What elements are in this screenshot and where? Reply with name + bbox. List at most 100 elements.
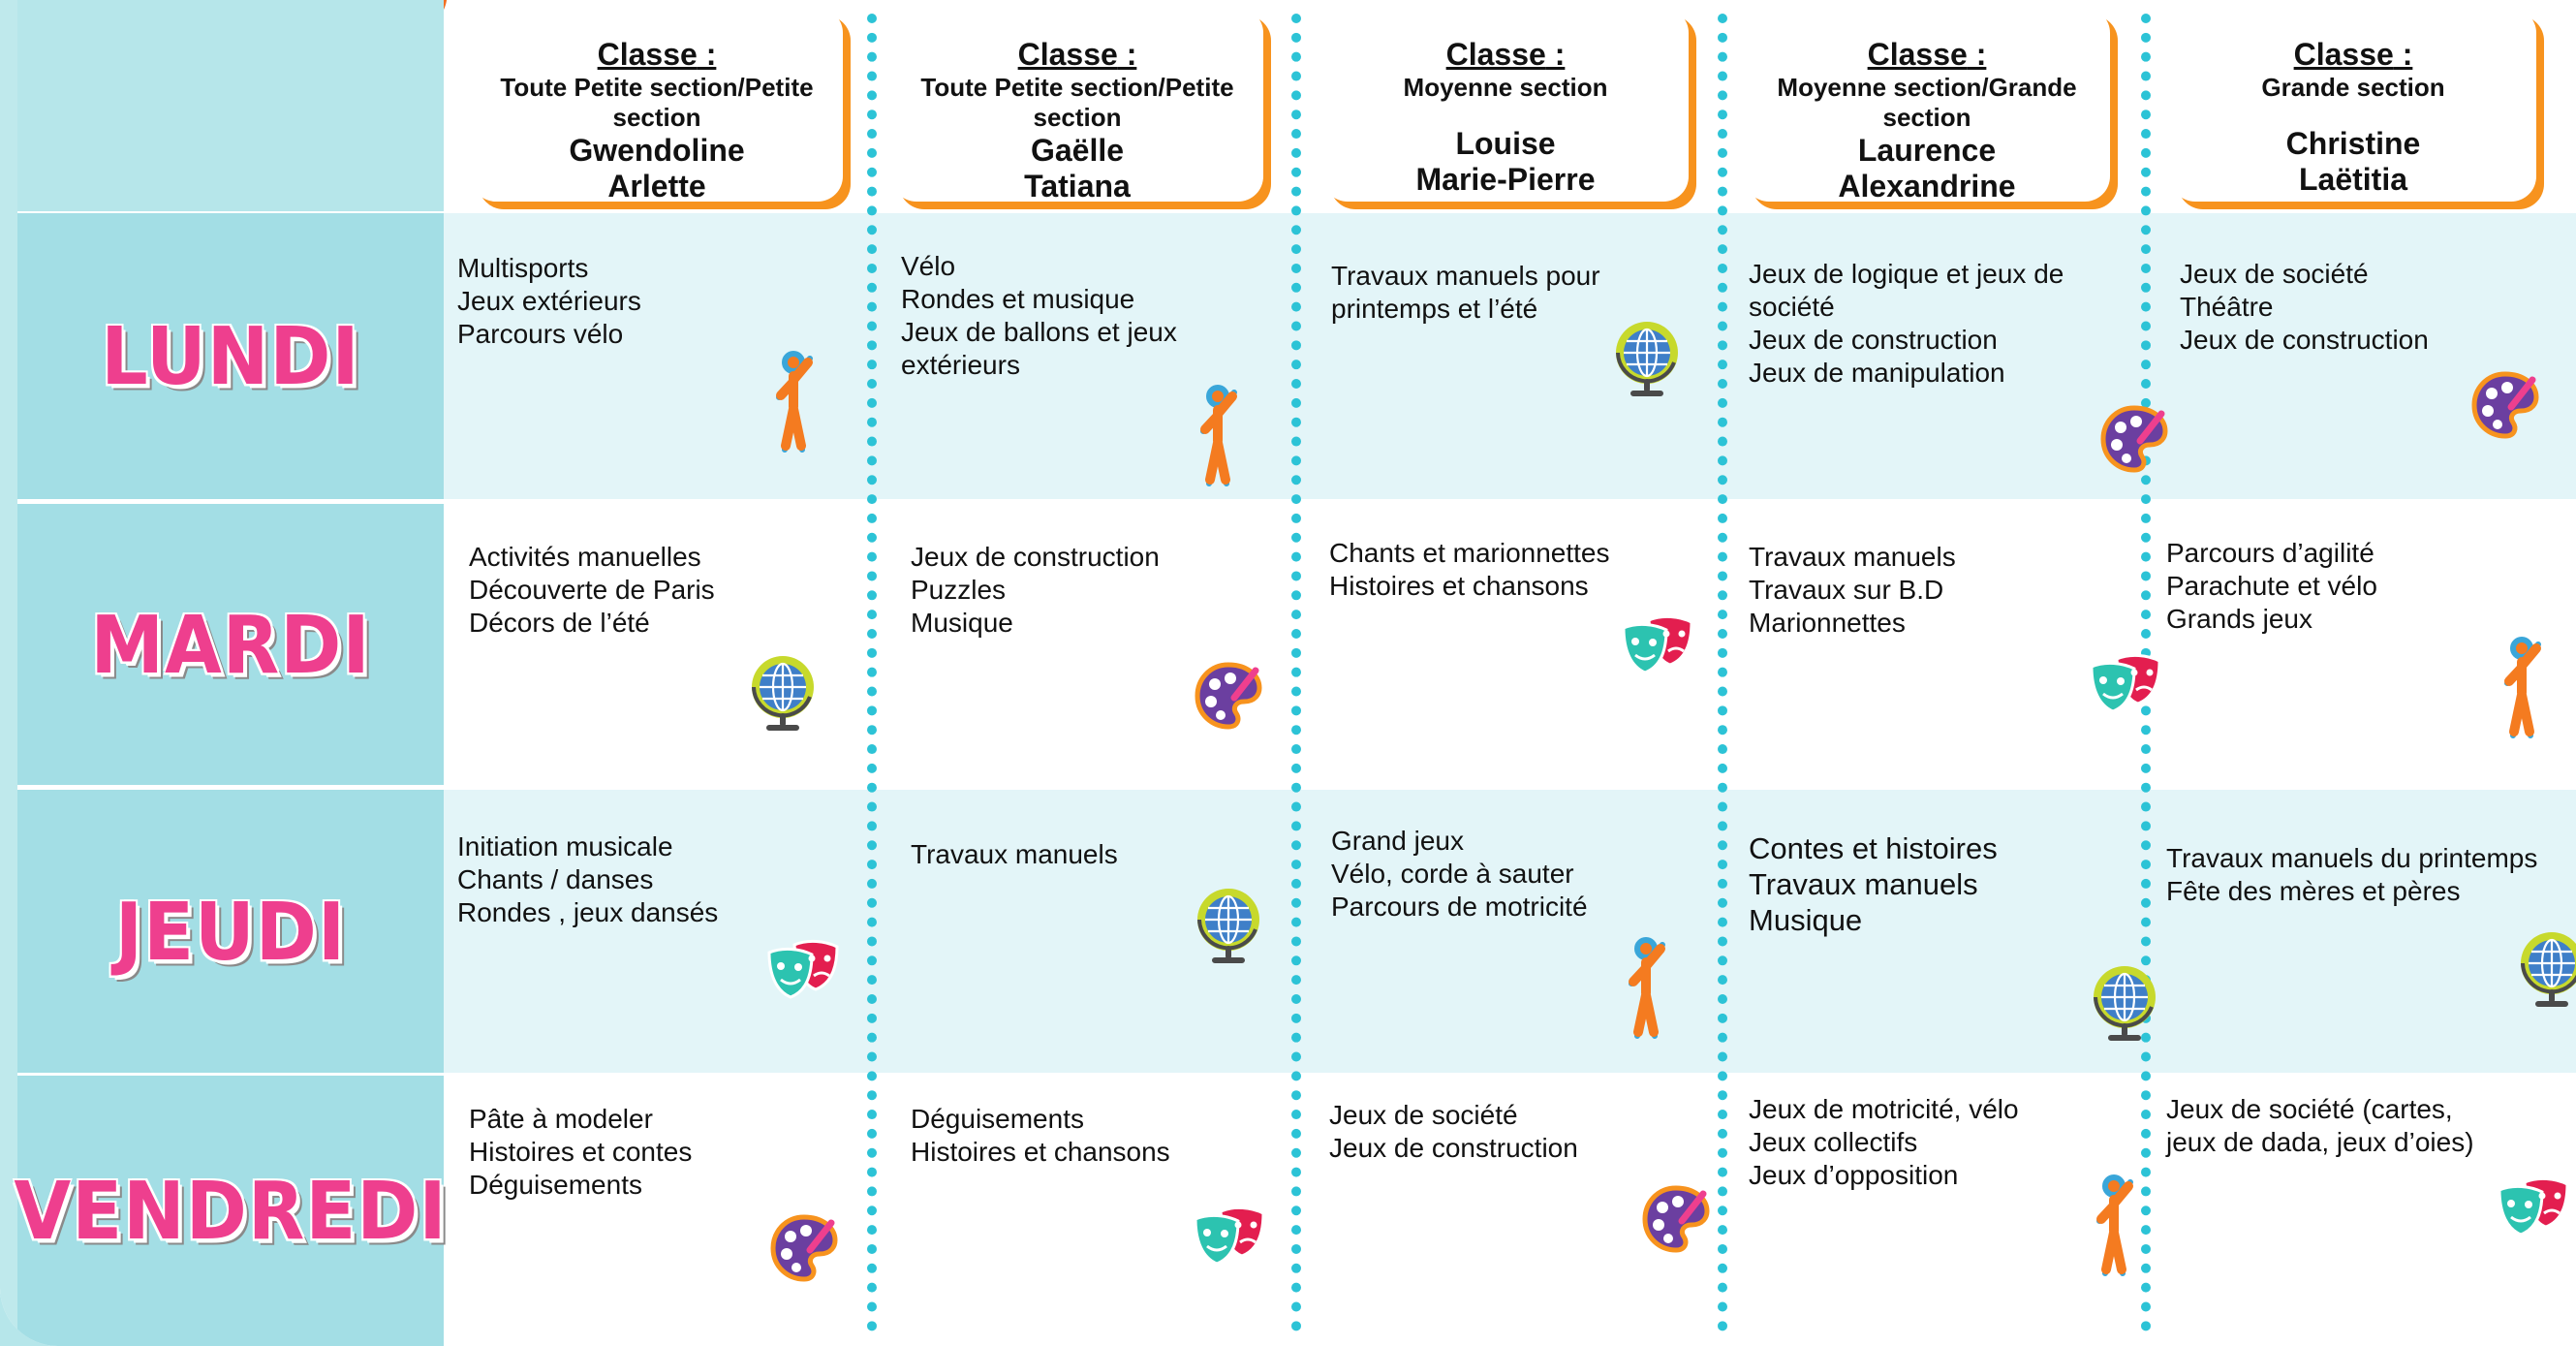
sport-figure-icon bbox=[1620, 935, 1672, 1047]
class-level: Moyenne section/Grande bbox=[1777, 73, 2077, 102]
theater-masks-icon bbox=[2088, 649, 2165, 722]
class-level: Grande section bbox=[2261, 73, 2445, 102]
activity-item: Travaux manuels bbox=[1749, 867, 1978, 901]
teacher-name: Gwendoline bbox=[569, 133, 745, 168]
column-divider bbox=[867, 14, 877, 1331]
activity-item: Fête des mères et pères bbox=[2166, 876, 2461, 906]
column-divider bbox=[1718, 14, 1727, 1331]
sport-figure-icon bbox=[2088, 1173, 2140, 1284]
class-heading: Classe : bbox=[891, 37, 1263, 73]
class-level: Moyenne section bbox=[1403, 73, 1608, 102]
paint-palette-icon bbox=[1639, 1182, 1713, 1261]
activity-item: Déguisements bbox=[469, 1170, 642, 1200]
sport-figure-icon bbox=[1192, 383, 1244, 494]
activity-item: Parcours de motricité bbox=[1331, 892, 1588, 922]
activity-item: extérieurs bbox=[901, 350, 1020, 380]
activity-item: Chants et marionnettes bbox=[1329, 538, 1610, 568]
activity-item: Rondes , jeux dansés bbox=[457, 897, 719, 927]
activity-item: Décors de l’été bbox=[469, 608, 650, 638]
activity-item: jeux de dada, jeux d’oies) bbox=[2166, 1127, 2474, 1157]
activity-item: Travaux manuels bbox=[1749, 542, 1956, 572]
activity-item: Parcours d’agilité bbox=[2166, 538, 2374, 568]
sport-figure-icon bbox=[2496, 635, 2548, 746]
activity-item: Déguisements bbox=[911, 1104, 1084, 1134]
left-border bbox=[0, 0, 17, 1346]
class-level: section bbox=[612, 103, 701, 132]
class-label-colon: : bbox=[1545, 37, 1566, 72]
activity-item: printemps et l’été bbox=[1331, 294, 1538, 324]
activity-item: Histoires et chansons bbox=[1329, 571, 1589, 601]
row-background bbox=[444, 504, 2576, 785]
activity-item: société bbox=[1749, 292, 1835, 322]
class-label-colon: : bbox=[697, 37, 717, 72]
class-label-colon: : bbox=[1117, 37, 1137, 72]
class-label: Classe bbox=[1017, 37, 1118, 72]
activity-item: Jeux de construction bbox=[1749, 325, 1998, 355]
teacher-name: Christine bbox=[2285, 126, 2421, 161]
activity-item: Travaux manuels bbox=[911, 839, 1118, 869]
activity-item: Jeux de société bbox=[1329, 1100, 1518, 1130]
teacher-name: Laurence bbox=[1857, 133, 1997, 168]
activity-item: Parcours vélo bbox=[457, 319, 624, 349]
activity-item: Jeux de ballons et jeux bbox=[901, 317, 1177, 347]
class-level: section bbox=[1033, 103, 1122, 132]
activity-item: Jeux d’opposition bbox=[1749, 1160, 1959, 1190]
activity-item: Musique bbox=[911, 608, 1013, 638]
day-cell: VENDREDI bbox=[14, 1076, 448, 1346]
paint-palette-icon bbox=[2468, 368, 2542, 447]
activity-item: Travaux sur B.D bbox=[1749, 575, 1944, 605]
activity-item: Jeux de manipulation bbox=[1749, 358, 2005, 388]
activity-item: Découverte de Paris bbox=[469, 575, 715, 605]
activity-item: Vélo bbox=[901, 251, 956, 281]
column-divider bbox=[1291, 14, 1301, 1331]
paint-palette-icon bbox=[1192, 659, 1265, 737]
teacher-name: Arlette bbox=[607, 169, 706, 203]
activity-item: Jeux de construction bbox=[911, 542, 1160, 572]
teacher-name: Alexandrine bbox=[1838, 169, 2016, 203]
activity-item: Chants / danses bbox=[457, 864, 654, 894]
activity-item: Jeux de construction bbox=[2180, 325, 2429, 355]
activity-item: Jeux de motricité, vélo bbox=[1749, 1094, 2019, 1124]
class-label-colon: : bbox=[2393, 37, 2413, 72]
class-heading: Classe : bbox=[1744, 37, 2110, 73]
globe-icon bbox=[2515, 930, 2576, 1013]
day-label: JEUDI bbox=[114, 884, 347, 979]
activity-item: Puzzles bbox=[911, 575, 1007, 605]
activity-item: Activités manuelles bbox=[469, 542, 701, 572]
activity-item: Jeux de construction bbox=[1329, 1133, 1578, 1163]
class-label: Classe bbox=[1867, 37, 1968, 72]
activity-item: Jeux extérieurs bbox=[457, 286, 641, 316]
activity-item: Grand jeux bbox=[1331, 826, 1464, 856]
activity-item: Théâtre bbox=[2180, 292, 2274, 322]
row-background bbox=[444, 790, 2576, 1073]
class-level: Toute Petite section/Petite bbox=[500, 73, 814, 102]
activity-item: Grands jeux bbox=[2166, 604, 2312, 634]
class-label: Classe bbox=[2293, 37, 2394, 72]
activity-item: Jeux de société bbox=[2180, 259, 2369, 289]
day-cell: MARDI bbox=[17, 504, 444, 785]
activity-item: Multisports bbox=[457, 253, 589, 283]
teacher-name: Louise bbox=[1455, 126, 1556, 161]
class-level: section bbox=[1882, 103, 1971, 132]
day-label: VENDREDI bbox=[14, 1164, 448, 1258]
day-label: LUNDI bbox=[101, 309, 360, 403]
class-level: Toute Petite section/Petite bbox=[920, 73, 1234, 102]
theater-masks-icon bbox=[765, 935, 843, 1008]
globe-icon bbox=[1192, 887, 1265, 969]
activity-item: Travaux manuels pour bbox=[1331, 261, 1600, 291]
